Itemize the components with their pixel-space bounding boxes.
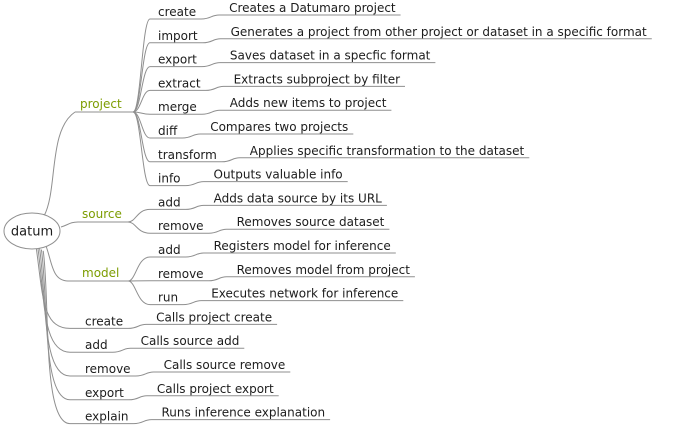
branch-label-model: model: [82, 266, 119, 280]
edge-model-add: [127, 256, 151, 282]
node-project-transform-underline: [150, 157, 530, 163]
node-datum-create-desc: Calls project create: [156, 310, 272, 324]
node-project-transform-label: transform: [158, 148, 217, 162]
edge-source-add: [127, 208, 151, 223]
edge-project-export: [132, 66, 151, 113]
edge-project-info: [132, 111, 151, 187]
node-model-add-label: add: [158, 243, 181, 257]
edge-model-run: [127, 280, 151, 306]
edge-datum-project: [43, 111, 76, 217]
node-model-remove-desc: Removes model from project: [237, 263, 411, 277]
edge-datum-source: [60, 221, 79, 228]
node-model-add-desc: Registers model for inference: [214, 239, 391, 253]
node-project-diff-label: diff: [158, 124, 178, 138]
node-model-add-underline: [150, 252, 396, 258]
node-datum-remove-underline: [70, 371, 291, 377]
node-project-diff-desc: Compares two projects: [210, 120, 348, 134]
node-project-import-desc: Generates a project from other project o…: [231, 25, 647, 39]
node-datum-explain-underline: [70, 419, 331, 425]
node-project-create-underline: [150, 14, 401, 20]
edge-project-extract: [132, 89, 151, 113]
node-project-merge-label: merge: [158, 100, 197, 114]
node-project-info-label: info: [158, 172, 181, 186]
node-project-extract-underline: [150, 85, 405, 91]
node-project-import-underline: [150, 38, 652, 44]
node-project-extract-label: extract: [158, 76, 201, 90]
node-datum-add-label: add: [85, 338, 108, 352]
node-datum-create-underline: [70, 323, 278, 329]
node-datum-create-label: create: [85, 314, 123, 328]
edge-project-create: [132, 18, 151, 113]
node-model-run-underline: [150, 300, 404, 306]
edge-source-remove: [127, 221, 151, 234]
branch-label-source: source: [82, 207, 122, 221]
node-datum-explain-desc: Runs inference explanation: [162, 406, 326, 420]
node-source-add-label: add: [158, 195, 181, 209]
node-source-remove-label: remove: [158, 219, 204, 233]
node-project-export-label: export: [158, 53, 197, 67]
edge-datum-model: [45, 245, 69, 282]
node-model-run-label: run: [158, 291, 178, 305]
node-project-transform-desc: Applies specific transformation to the d…: [250, 144, 525, 158]
node-datum-explain-label: explain: [85, 410, 129, 424]
node-datum-export-label: export: [85, 386, 124, 400]
root-node-label: datum: [11, 225, 53, 240]
node-project-diff-underline: [150, 133, 354, 139]
branch-label-project: project: [80, 97, 122, 111]
node-project-info-underline: [150, 181, 348, 187]
node-project-import-label: import: [158, 29, 198, 43]
node-project-create-desc: Creates a Datumaro project: [229, 1, 396, 15]
node-source-remove-desc: Removes source dataset: [237, 215, 385, 229]
node-project-info-desc: Outputs valuable info: [214, 168, 343, 182]
node-model-remove-underline: [150, 276, 415, 282]
node-datum-export-desc: Calls project export: [157, 382, 274, 396]
node-project-merge-desc: Adds new items to project: [230, 96, 387, 110]
node-project-extract-desc: Extracts subproject by filter: [234, 72, 400, 86]
node-source-remove-underline: [150, 228, 390, 234]
node-source-add-underline: [150, 204, 387, 210]
node-project-export-desc: Saves dataset in a specfic format: [230, 49, 431, 63]
edge-datum-export: [40, 249, 71, 401]
node-model-run-desc: Executes network for inference: [211, 287, 398, 301]
node-source-add-desc: Adds data source by its URL: [214, 191, 383, 205]
node-project-create-label: create: [158, 5, 196, 19]
node-datum-add-underline: [70, 347, 245, 353]
node-datum-add-desc: Calls source add: [141, 334, 240, 348]
edge-datum-explain: [42, 250, 71, 425]
root-node: [3, 212, 61, 250]
node-project-export-underline: [150, 62, 436, 68]
node-datum-remove-desc: Calls source remove: [164, 358, 286, 372]
node-model-remove-label: remove: [158, 267, 204, 281]
edge-datum-remove: [39, 248, 71, 377]
node-project-merge-underline: [150, 109, 392, 115]
node-datum-remove-label: remove: [85, 362, 131, 376]
node-datum-export-underline: [70, 395, 279, 401]
